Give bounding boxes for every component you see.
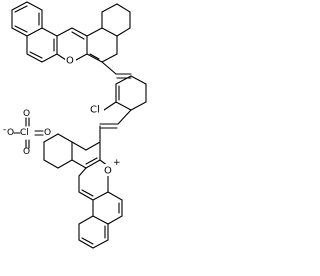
perchlorate-oxygen-bottom: O [23, 147, 30, 157]
methine-bridge-lower [99, 109, 132, 129]
lower-benzoxanthenium-fragment [43, 125, 123, 249]
perchlorate-charge-label: - [3, 125, 6, 135]
lower-ring-oxygen-label: O [104, 166, 112, 177]
chemical-structure-drawing: O Cl - O Cl O O O [3, 1, 147, 249]
perchlorate-oxygen-top: O [23, 109, 30, 119]
methine-bridge-upper [101, 61, 132, 79]
central-chlorocyclohexene [103, 75, 147, 111]
perchlorate-oxygen-left: O [7, 128, 14, 138]
upper-benzoxanthene-fragment [11, 1, 131, 63]
oxonium-charge-label: + [113, 158, 121, 168]
perchlorate-chlorine-label: Cl [20, 128, 29, 138]
perchlorate-oxygen-right: O [44, 128, 51, 138]
upper-ring-oxygen-label: O [66, 56, 74, 67]
chloro-substituent-label: Cl [90, 105, 100, 116]
perchlorate-anion [13, 117, 44, 149]
